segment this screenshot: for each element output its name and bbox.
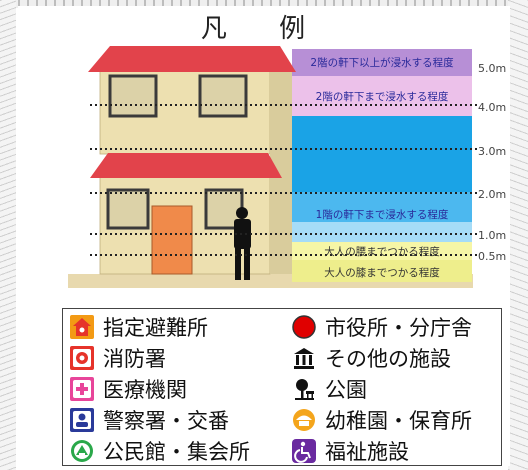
kindergarten-icon <box>293 408 315 431</box>
legend-row: 医療機関 公園 <box>63 373 503 404</box>
scale-5m: 5.0m <box>478 62 506 75</box>
government-building-icon <box>294 347 314 369</box>
legend-label-welfare: 福祉施設 <box>325 439 409 464</box>
wheelchair-icon <box>292 438 316 463</box>
band-above-2f <box>292 49 472 76</box>
legend-label-shelter: 指定避難所 <box>103 315 208 340</box>
legend-row: 指定避難所 市役所・分庁舎 <box>63 311 503 342</box>
shelter-icon <box>70 314 94 339</box>
facility-legend: 指定避難所 市役所・分庁舎 消防署 <box>62 308 502 466</box>
band-mid-blue <box>292 192 472 222</box>
label-to-2f-eaves: 2階の軒下まで浸水する程度 <box>316 90 449 103</box>
legend-item-kindergarten: 幼稚園・保育所 <box>291 404 501 435</box>
house-roof-mid <box>90 153 282 178</box>
legend-title: 凡 例 <box>200 14 328 44</box>
legend-panel: 凡 例 <box>18 6 510 466</box>
label-adult-waist: 大人の腰までつかる程度 <box>324 245 440 258</box>
label-adult-knee: 大人の膝までつかる程度 <box>324 266 440 279</box>
legend-row: 警察署・交番 幼稚園・保育所 <box>63 404 503 435</box>
house-roof-top <box>88 46 296 72</box>
scale-0-5m: 0.5m <box>478 250 506 263</box>
label-to-1f-eaves: 1階の軒下まで浸水する程度 <box>316 208 449 221</box>
park-tree-icon <box>295 378 314 400</box>
police-icon <box>70 407 94 432</box>
band-deep-blue <box>292 116 472 192</box>
window-lower-left <box>106 188 150 230</box>
fire-station-icon <box>70 345 94 370</box>
person-silhouette <box>234 207 251 280</box>
house-side-wall <box>270 66 292 274</box>
legend-item-police: 警察署・交番 <box>69 404 287 435</box>
scale-2m: 2.0m <box>478 188 506 201</box>
map-background-top <box>0 0 528 8</box>
scale-1m: 1.0m <box>478 229 506 242</box>
community-hall-icon <box>71 439 93 462</box>
map-background-left <box>0 0 16 470</box>
legend-label-medical: 医療機関 <box>103 377 187 402</box>
legend-item-welfare: 福祉施設 <box>291 435 501 466</box>
door <box>151 205 193 275</box>
legend-item-medical: 医療機関 <box>69 373 287 404</box>
legend-item-fire-station: 消防署 <box>69 342 287 373</box>
scale-4m: 4.0m <box>478 101 506 114</box>
band-to-2f <box>292 76 472 116</box>
city-hall-icon <box>292 314 316 339</box>
legend-label-police: 警察署・交番 <box>103 408 229 433</box>
band-light-blue <box>292 222 472 242</box>
scale-3m: 3.0m <box>478 145 506 158</box>
legend-label-kindergarten: 幼稚園・保育所 <box>325 408 472 433</box>
legend-label-community-hall: 公民館・集会所 <box>103 439 250 464</box>
legend-label-other-facility: その他の施設 <box>325 346 451 371</box>
flood-depth-diagram: 2階の軒下以上が浸水する程度 2階の軒下まで浸水する程度 1階の軒下まで浸水する… <box>68 46 506 288</box>
legend-label-city-hall: 市役所・分庁舎 <box>325 315 472 340</box>
legend-item-park: 公園 <box>291 373 501 404</box>
legend-label-park: 公園 <box>325 377 367 402</box>
label-above-2f-eaves: 2階の軒下以上が浸水する程度 <box>310 56 454 69</box>
window-upper-left <box>108 74 158 118</box>
window-upper-right <box>198 74 248 118</box>
legend-item-other-facility: その他の施設 <box>291 342 501 373</box>
legend-item-city-hall: 市役所・分庁舎 <box>291 311 501 342</box>
legend-item-community-hall: 公民館・集会所 <box>69 435 287 466</box>
map-background-right <box>508 0 528 470</box>
medical-icon <box>70 376 94 401</box>
legend-row: 消防署 その他の施設 <box>63 342 503 373</box>
legend-label-fire-station: 消防署 <box>103 346 166 371</box>
band-yellow <box>292 260 472 282</box>
legend-row: 公民館・集会所 福祉施設 <box>63 435 503 466</box>
legend-item-shelter: 指定避難所 <box>69 311 287 342</box>
